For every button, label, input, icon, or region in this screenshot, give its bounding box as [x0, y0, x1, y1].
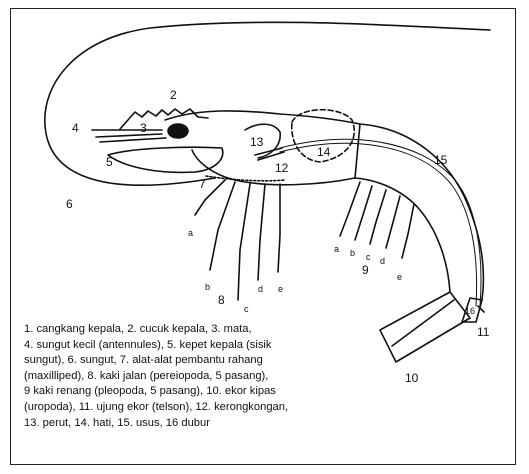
walking-leg-label-a: a [188, 228, 193, 238]
caption-line: 1. cangkang kepala, 2. cucuk kepala, 3. … [24, 322, 354, 338]
walking-leg-c [238, 184, 250, 300]
label-6: 6 [66, 197, 73, 211]
label-14: 14 [317, 145, 331, 159]
label-3: 3 [140, 121, 147, 135]
label-13: 13 [250, 135, 264, 149]
walking-leg-e [278, 184, 280, 272]
walking-leg-d [258, 184, 265, 280]
swimming-leg-label-d: d [380, 256, 385, 266]
rostrum [120, 109, 208, 129]
label-16: 16 [465, 306, 475, 316]
swimming-leg-label-b: b [350, 248, 355, 258]
caption-line: (uropoda), 11. ujung ekor (telson), 12. … [24, 400, 354, 416]
swimming-leg-label-c: c [366, 252, 371, 262]
walking-leg-label-d: d [258, 284, 263, 294]
antennule-line [92, 130, 166, 142]
caption-line: 4. sungut kecil (antennules), 5. kepet k… [24, 338, 354, 354]
label-7: 7 [199, 177, 206, 191]
maxilliped [206, 176, 285, 181]
swimming-leg-a [340, 182, 360, 236]
label-8: 8 [218, 293, 225, 307]
swimming-leg-label-a: a [334, 244, 339, 254]
label-15: 15 [434, 153, 448, 167]
intestine [280, 139, 481, 306]
figure-caption: 1. cangkang kepala, 2. cucuk kepala, 3. … [24, 322, 354, 431]
walking-leg-label-c: c [244, 304, 249, 314]
swimming-leg-c [370, 190, 386, 244]
label-11: 11 [477, 325, 490, 339]
scaphocerite [108, 147, 223, 172]
walking-leg-b [210, 182, 235, 270]
label-12: 12 [275, 161, 289, 175]
label-5: 5 [106, 155, 113, 169]
eye [168, 124, 188, 138]
caption-line: sungut), 6. sungut, 7. alat-alat pembant… [24, 353, 354, 369]
walking-leg-label-b: b [205, 282, 210, 292]
walking-leg-label-e: e [278, 284, 283, 294]
caption-line: 13. perut, 14. hati, 15. usus, 16 dubur [24, 416, 354, 432]
caption-line: 9 kaki renang (pleopoda, 5 pasang), 10. … [24, 384, 354, 400]
swimming-leg-e [402, 204, 414, 258]
label-9: 9 [362, 263, 369, 277]
label-4: 4 [72, 121, 79, 135]
label-10: 10 [405, 371, 419, 385]
swimming-leg-d [386, 196, 400, 248]
uropod [380, 292, 470, 362]
caption-line: (maxilliped), 8. kaki jalan (pereiopoda,… [24, 369, 354, 385]
swimming-leg-b [355, 186, 372, 240]
label-2: 2 [170, 88, 177, 102]
swimming-leg-label-e: e [397, 272, 402, 282]
